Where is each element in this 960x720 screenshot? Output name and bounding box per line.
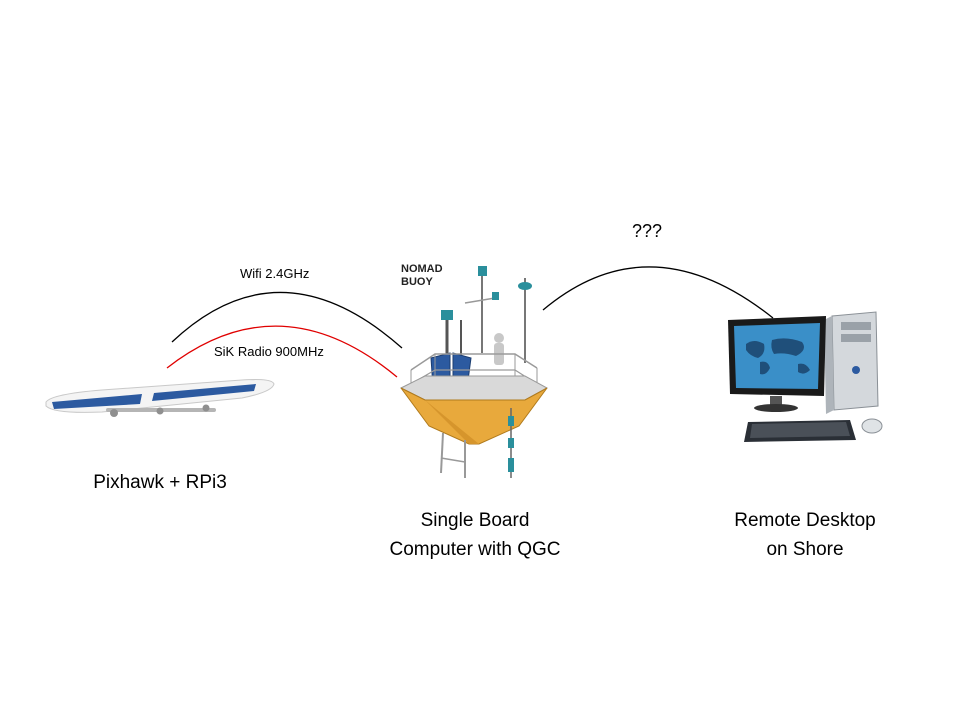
radio-link-label: SiK Radio 900MHz	[214, 344, 324, 359]
desktop-computer-icon	[728, 311, 883, 442]
radio-link-arc	[166, 325, 398, 378]
wifi-link-arc	[171, 291, 403, 349]
desktop-label-line2: on Shore	[766, 539, 844, 560]
buoy-icon: NOMAD BUOY	[399, 263, 549, 478]
buoy-logo-line1: NOMAD	[401, 263, 443, 275]
buoy-node-label: Single Board Computer with QGC	[355, 506, 595, 564]
boat-node-label: Pixhawk + RPi3	[93, 472, 227, 493]
buoy-label-line1: Single Board	[420, 510, 530, 531]
desktop-node-label: Remote Desktop on Shore	[690, 506, 920, 564]
unknown-link-arc	[542, 266, 774, 319]
unknown-link-label: ???	[632, 221, 663, 241]
paddleboard-icon	[45, 379, 275, 417]
wifi-link-label: Wifi 2.4GHz	[240, 266, 310, 281]
buoy-logo-line2: BUOY	[401, 276, 433, 288]
desktop-label-line1: Remote Desktop	[734, 510, 876, 531]
buoy-label-line2: Computer with QGC	[389, 539, 561, 560]
